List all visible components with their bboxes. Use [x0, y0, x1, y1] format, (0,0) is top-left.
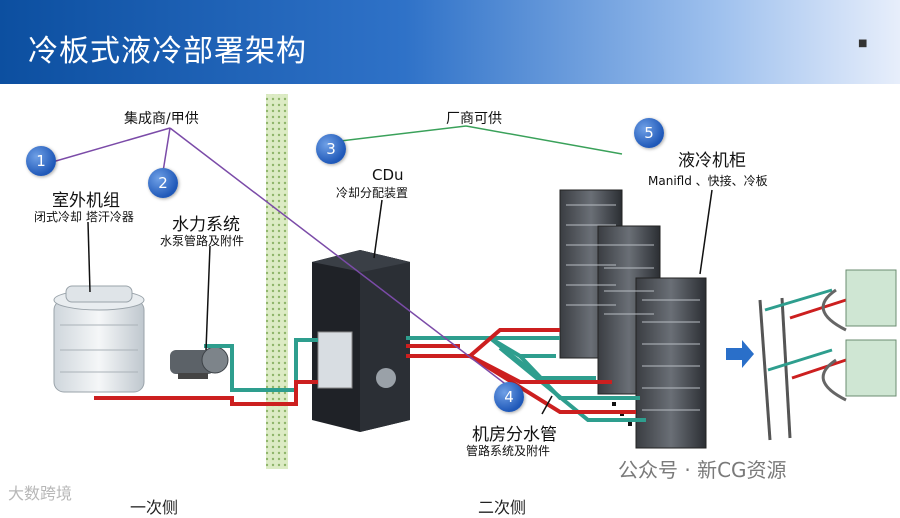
pointer-lines: [87, 189, 713, 415]
watermark: 公众号 · 新CG资源: [618, 458, 787, 482]
room-pipe-sub-label: 管路系统及附件: [466, 444, 551, 458]
flow-arrow-icon: [726, 340, 754, 368]
vendor-lines: [331, 125, 623, 155]
rack-rails-icon: [758, 288, 847, 441]
room-pipe-label: 机房分水管: [472, 425, 557, 445]
primary-side-label: 一次侧: [130, 498, 179, 517]
header-dot: ■: [858, 38, 868, 49]
return-pipe: [94, 328, 636, 414]
header-banner: [0, 0, 900, 84]
marker-1: 1: [26, 146, 56, 176]
marker-3: 3: [316, 134, 346, 164]
hydraulic-sub-label: 水泵管路及附件: [160, 234, 245, 248]
page-title: 冷板式液冷部署架构: [28, 34, 307, 69]
cold-plate-board-icon: [821, 269, 897, 402]
secondary-side-label: 二次侧: [478, 498, 527, 517]
cdu-label: CDu: [372, 166, 404, 184]
cabinet-sub-label: Manifld 、快接、冷板: [648, 174, 768, 188]
integrator-label: 集成商/甲供: [124, 111, 199, 127]
cabinet-label: 液冷机柜: [678, 151, 746, 171]
hydraulic-label: 水力系统: [172, 215, 240, 235]
wall: [266, 94, 288, 469]
deployment-diagram: [41, 94, 897, 469]
cdu-cabinet-icon: [312, 250, 410, 432]
supply-pipe: [204, 336, 646, 422]
cdu-sub-label: 冷却分配装置: [336, 186, 409, 200]
marker-2: 2: [148, 168, 178, 198]
pump-icon: [170, 346, 229, 379]
outdoor-unit-label: 室外机组: [52, 191, 120, 211]
vendor-label: 厂商可供: [446, 111, 502, 127]
outdoor-unit-sub-label: 闭式冷却 塔汗冷器: [34, 210, 134, 224]
marker-5: 5: [634, 118, 664, 148]
server-rack-icon: [559, 189, 707, 449]
marker-4: 4: [494, 382, 524, 412]
watermark-left: 大数跨境: [8, 484, 73, 503]
cooling-tower-icon: [53, 285, 145, 393]
